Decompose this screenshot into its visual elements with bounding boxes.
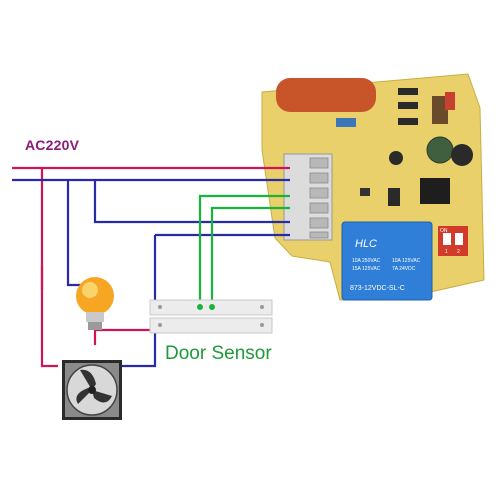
door-sensor-icon bbox=[149, 299, 273, 334]
fan-icon bbox=[62, 360, 122, 420]
film-capacitor bbox=[276, 78, 376, 112]
dip-on-label: ON bbox=[440, 228, 448, 234]
electrolytic-capacitor bbox=[426, 136, 454, 164]
relay-model: 873-12VDC-SL-C bbox=[350, 285, 405, 292]
ic-chip bbox=[420, 178, 450, 204]
relay-rating-2: 15A 125VAC bbox=[352, 266, 381, 272]
relay-rating-1: 10A 250VAC bbox=[352, 258, 381, 264]
door-sensor-label: Door Sensor bbox=[165, 343, 272, 364]
relay-brand: HLC bbox=[355, 238, 377, 250]
dip-number-1: 1 bbox=[445, 249, 448, 255]
relay bbox=[341, 221, 433, 301]
power-label: AC220V bbox=[25, 137, 80, 153]
light-bulb-icon bbox=[76, 277, 114, 330]
dip-number-2: 2 bbox=[457, 249, 460, 255]
relay-rating-3: 10A 125VAC bbox=[392, 258, 421, 264]
relay-board bbox=[261, 73, 485, 301]
relay-rating-4: 7A 24VDC bbox=[392, 266, 416, 272]
